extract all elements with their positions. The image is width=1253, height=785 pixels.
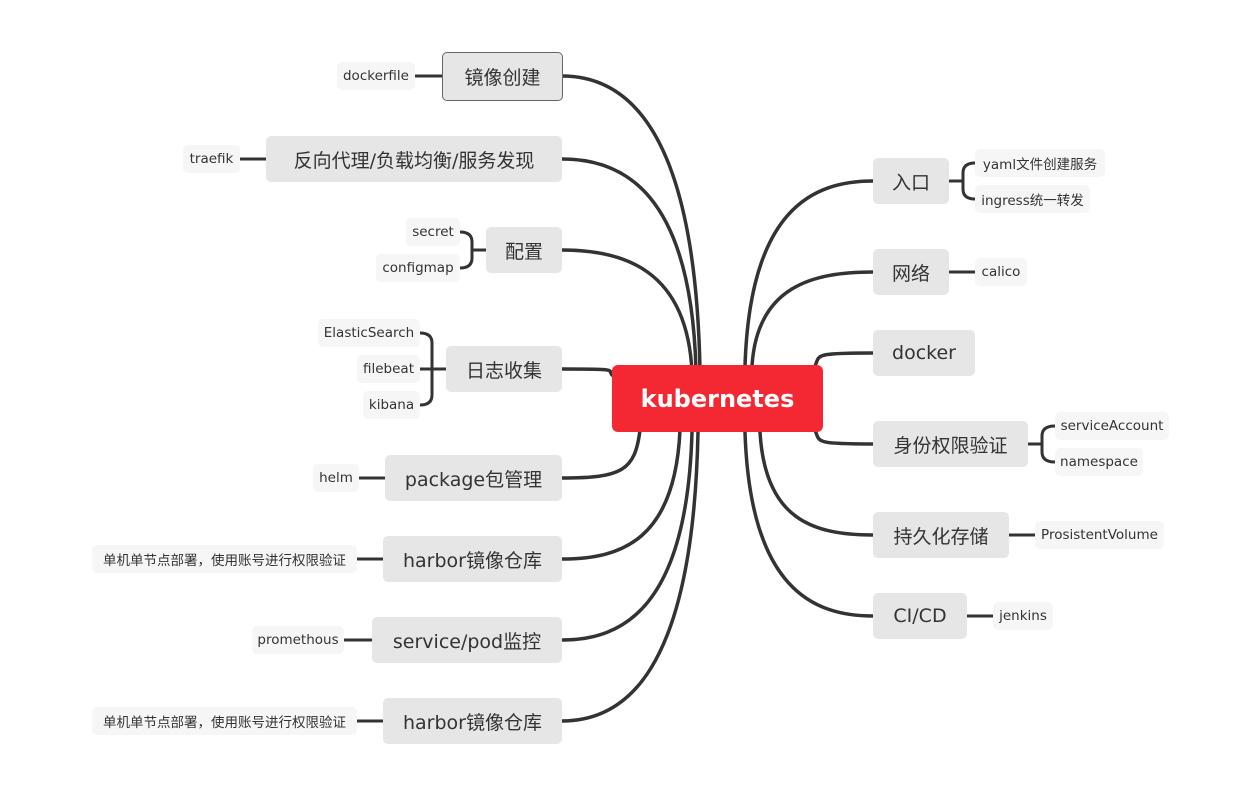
root-link-left [560, 428, 682, 561]
leaf-harbor-deploy-note[interactable]: 单机单节点部署，使用账号进行权限验证 [92, 545, 357, 573]
root-link-right [813, 351, 875, 368]
root-link-left [560, 74, 702, 372]
leaf-serviceaccount[interactable]: serviceAccount [1055, 412, 1169, 440]
leaf-namespace[interactable]: namespace [1055, 448, 1143, 476]
leaf-prosistentvolume[interactable]: ProsistentVolume [1035, 521, 1164, 549]
topic-persistent-storage[interactable]: 持久化存储 [873, 512, 1009, 558]
topic-package-management[interactable]: package包管理 [385, 455, 562, 501]
leaf-calico[interactable]: calico [975, 258, 1027, 286]
leaf-brace [961, 161, 977, 201]
root-link-right [758, 430, 875, 537]
leaf-jenkins[interactable]: jenkins [993, 602, 1053, 630]
topic-network[interactable]: 网络 [873, 249, 949, 295]
leaf-elasticsearch[interactable]: ElasticSearch [318, 319, 420, 347]
root-link-left [560, 430, 694, 642]
root-link-right [743, 179, 875, 368]
root-link-left [560, 248, 694, 374]
topic-identity-auth[interactable]: 身份权限验证 [873, 421, 1028, 467]
root-topic[interactable]: kubernetes [612, 365, 823, 432]
root-link-right [750, 270, 875, 368]
leaf-helm[interactable]: helm [313, 464, 359, 492]
leaf-filebeat[interactable]: filebeat [357, 355, 420, 383]
topic-service-pod-monitoring[interactable]: service/pod监控 [372, 617, 562, 663]
topic-harbor-registry[interactable]: harbor镜像仓库 [383, 536, 562, 582]
leaf-promethous[interactable]: promethous [252, 626, 344, 654]
leaf-brace [1040, 424, 1057, 464]
root-link-left [560, 157, 698, 372]
topic-docker[interactable]: docker [873, 330, 975, 376]
leaf-configmap[interactable]: configmap [376, 254, 460, 282]
topic-harbor-registry-2[interactable]: harbor镜像仓库 [383, 698, 562, 744]
root-link-left [560, 428, 642, 480]
leaf-dockerfile[interactable]: dockerfile [337, 62, 415, 90]
leaf-ingress-forward[interactable]: ingress统一转发 [975, 185, 1090, 213]
leaf-brace [458, 230, 474, 270]
root-link-left [560, 367, 614, 377]
topic-entry[interactable]: 入口 [873, 158, 949, 204]
topic-log-collection[interactable]: 日志收集 [446, 346, 562, 392]
leaf-kibana[interactable]: kibana [363, 391, 420, 419]
topic-config[interactable]: 配置 [486, 227, 562, 273]
leaf-harbor-deploy-note-2[interactable]: 单机单节点部署，使用账号进行权限验证 [92, 707, 357, 735]
leaf-yaml-create-service[interactable]: yaml文件创建服务 [975, 149, 1105, 177]
root-link-right [743, 430, 875, 618]
leaf-secret[interactable]: secret [406, 218, 460, 246]
root-link-left [560, 430, 700, 723]
topic-reverse-proxy[interactable]: 反向代理/负载均衡/服务发现 [266, 136, 562, 182]
topic-image-build[interactable]: 镜像创建 [442, 52, 563, 101]
topic-ci-cd[interactable]: CI/CD [873, 593, 967, 639]
leaf-traefik[interactable]: traefik [183, 145, 240, 173]
root-link-right [813, 428, 875, 446]
